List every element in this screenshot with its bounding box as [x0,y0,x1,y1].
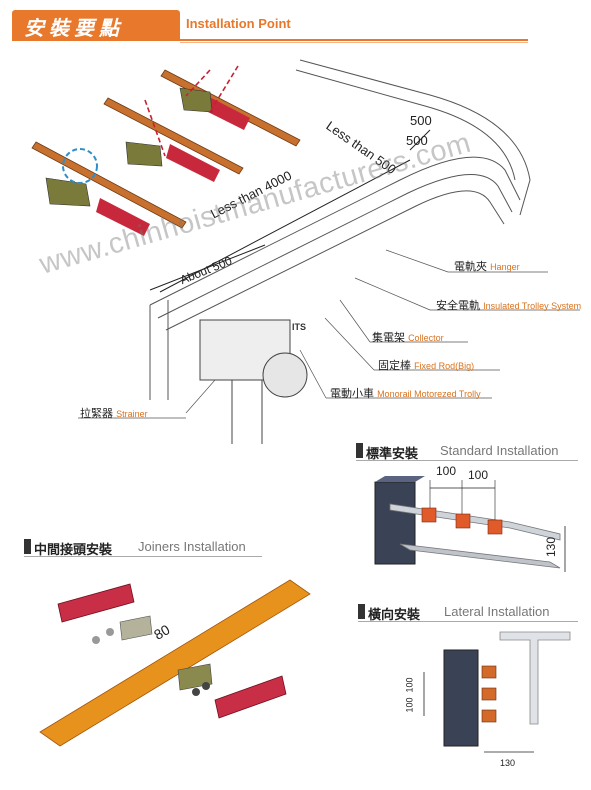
header-tab [12,10,180,40]
standard-installation-diagram [374,476,566,572]
standard-rule [356,460,578,461]
its-logo: ITS [292,322,307,332]
callout-collector-cn: 集電架 [372,331,405,344]
lateral-title-en: Lateral Installation [444,604,550,619]
callout-monorail-en: Monorail Motorezed Trolly [377,389,481,399]
joiners-section-marker [24,539,31,554]
page-title-en: Installation Point [186,16,291,31]
standard-title-cn: 標準安裝 [366,447,419,462]
standard-section-marker [356,443,363,458]
dim-500-b: 500 [406,133,428,148]
callout-hanger-en: Hanger [490,262,520,272]
rail-inset-2 [103,97,244,182]
callout-fixed-rod-cn: 固定棒 [378,359,411,372]
callout-collector: 集電架 Collector [372,329,444,345]
callout-strainer: 拉緊器 Strainer [80,405,148,421]
standard-dim-c: 130 [544,536,559,558]
callout-fixed-rod-en: Fixed Rod(Big) [414,361,475,371]
header-rule [12,39,528,41]
standard-title-en: Standard Installation [440,443,559,458]
callout-strainer-cn: 拉緊器 [80,407,113,420]
standard-dim-a: 100 [436,464,457,478]
lateral-title-cn: 橫向安裝 [368,608,421,623]
lateral-rule [358,621,578,622]
standard-dim-b: 100 [468,468,489,482]
header-rule-thin [180,42,528,43]
rail-inset-3 [31,141,187,236]
callout-trolley-en: Insulated Trolley System [483,301,582,311]
joiners-title-en: Joiners Installation [138,539,246,554]
callout-trolley-cn: 安全電軌 [436,299,480,312]
lateral-dim-b: 100 [404,697,415,713]
dim-line-about-500 [149,244,266,291]
trolley-hoist [199,319,308,444]
page-title-cn: 安裝要點 [24,16,124,40]
lateral-dim-c: 130 [500,758,516,768]
lateral-installation-diagram [423,631,571,753]
joiners-title-cn: 中間接頭安裝 [34,543,113,558]
callout-monorail-trolley: 電動小車 Monorail Motorezed Trolly [330,385,481,401]
callout-hanger-cn: 電軌夾 [454,260,487,273]
monorail-track [149,59,531,400]
joiners-rule [24,556,262,557]
lateral-dim-a: 100 [404,677,415,693]
dim-line-500 [409,129,431,151]
lateral-section-marker [358,604,365,619]
joiners-diagram [39,579,311,747]
callout-fixed-rod: 固定棒 Fixed Rod(Big) [378,357,474,373]
callout-collector-en: Collector [408,333,444,343]
main-installation-diagram [31,59,531,444]
callout-trolley-system: 安全電軌 Insulated Trolley System [436,297,581,313]
rail-inset-1 [160,65,301,147]
callout-strainer-en: Strainer [116,409,148,419]
callout-monorail-cn: 電動小車 [330,387,374,400]
callout-hanger: 電軌夾 Hanger [454,258,520,274]
dim-500-a: 500 [410,113,432,128]
